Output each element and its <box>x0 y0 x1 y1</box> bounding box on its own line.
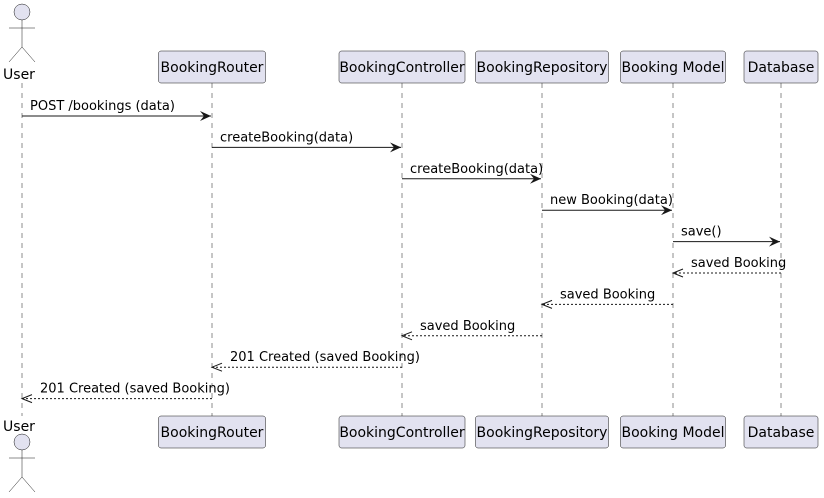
message-4: new Booking(data) <box>542 193 673 216</box>
participant-box <box>158 50 266 84</box>
participant-label: BookingRepository <box>477 60 608 76</box>
message-1: POST /bookings (data) <box>22 99 211 121</box>
message-label: saved Booking <box>560 287 655 302</box>
participant-box <box>743 50 819 84</box>
participant-model-top: Booking Model <box>620 50 726 84</box>
participant-label: BookingController <box>339 425 465 441</box>
participant-label: Database <box>748 425 815 441</box>
message-label: 201 Created (saved Booking) <box>230 350 420 365</box>
participant-box <box>475 415 609 449</box>
message-label: new Booking(data) <box>550 193 673 208</box>
message-label: createBooking(data) <box>410 162 543 177</box>
participant-label: BookingController <box>339 60 465 76</box>
message-9: 201 Created (saved Booking) <box>210 350 420 372</box>
message-label: save() <box>681 225 722 240</box>
arrowhead-icon <box>540 299 553 309</box>
message-label: createBooking(data) <box>220 130 353 145</box>
actor-head-icon <box>13 3 31 21</box>
participant-box <box>475 50 609 84</box>
message-label: saved Booking <box>420 319 515 334</box>
participant-label: BookingRouter <box>161 60 264 76</box>
participant-controller-bottom: BookingController <box>338 415 466 449</box>
message-3: createBooking(data) <box>402 162 543 184</box>
message-7: saved Booking <box>540 287 673 309</box>
participant-controller-top: BookingController <box>338 50 466 84</box>
actor-user-bottom: User <box>3 419 36 493</box>
participant-database-top: Database <box>743 50 819 84</box>
participant-repository-bottom: BookingRepository <box>475 415 609 449</box>
participant-box <box>620 50 726 84</box>
participant-router-top: BookingRouter <box>158 50 266 84</box>
participant-label: BookingRepository <box>477 425 608 441</box>
participant-box <box>338 415 466 449</box>
participant-router-bottom: BookingRouter <box>158 415 266 449</box>
participant-label: User <box>3 419 35 435</box>
participant-database-bottom: Database <box>743 415 819 449</box>
message-label: 201 Created (saved Booking) <box>40 382 230 397</box>
message-label: saved Booking <box>691 256 786 271</box>
actor-body-icon <box>8 20 36 63</box>
participant-box <box>620 415 726 449</box>
participant-label: BookingRouter <box>161 425 264 441</box>
actor-body-icon <box>8 450 36 493</box>
participant-repository-top: BookingRepository <box>475 50 609 84</box>
message-label: POST /bookings (data) <box>30 99 175 114</box>
arrowhead-icon <box>400 331 413 341</box>
arrowhead-icon <box>20 394 33 404</box>
arrowhead-icon <box>210 362 223 372</box>
message-2: createBooking(data) <box>212 130 401 153</box>
participant-box <box>743 415 819 449</box>
message-5: save() <box>673 225 780 247</box>
participant-label: Booking Model <box>622 425 725 441</box>
arrowhead-icon <box>671 268 684 278</box>
actor-head-icon <box>13 433 31 451</box>
participant-box <box>158 415 266 449</box>
actor-user-top: User <box>3 3 36 83</box>
message-8: saved Booking <box>400 319 542 341</box>
message-10: 201 Created (saved Booking) <box>20 382 230 404</box>
participant-box <box>338 50 466 84</box>
participant-label: User <box>3 67 35 83</box>
message-6: saved Booking <box>671 256 786 278</box>
participant-label: Database <box>748 60 815 76</box>
participant-label: Booking Model <box>622 60 725 76</box>
participant-model-bottom: Booking Model <box>620 415 726 449</box>
